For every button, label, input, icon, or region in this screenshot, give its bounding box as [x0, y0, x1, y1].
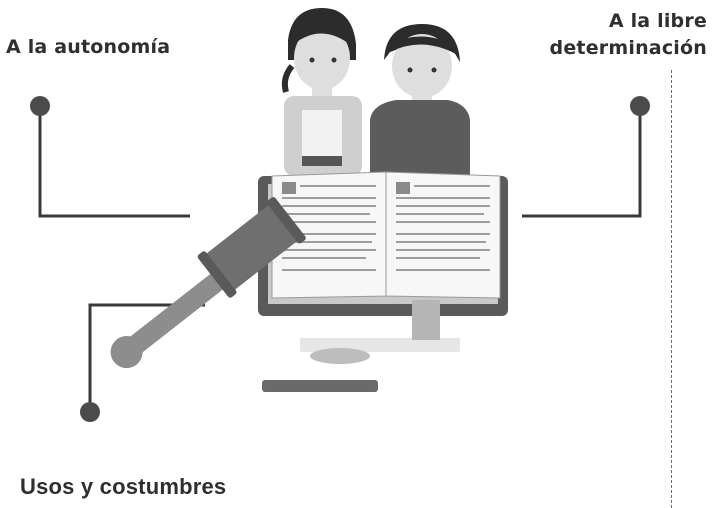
label-libre-line2: determinación: [549, 37, 707, 59]
connector-left: [38, 108, 190, 218]
dot-right: [630, 96, 650, 116]
connector-bottom: [88, 303, 205, 412]
man-figure: [370, 24, 470, 176]
open-book-icon: [271, 171, 501, 340]
label-libre-determinacion: A la libre determinación: [550, 8, 707, 62]
connector-lines: [38, 108, 642, 412]
page-edge-dashed-line: [671, 70, 672, 508]
dot-left: [30, 96, 50, 116]
label-autonomia: A la autonomía: [6, 36, 171, 58]
connector-right: [522, 108, 642, 218]
label-libre-line1: A la libre: [608, 10, 707, 32]
gavel-icon: [110, 197, 306, 369]
woman-figure: [281, 8, 362, 176]
label-usos-costumbres: Usos y costumbres: [20, 474, 227, 499]
dot-bottom: [80, 402, 100, 422]
sound-block-icon: [310, 348, 370, 364]
